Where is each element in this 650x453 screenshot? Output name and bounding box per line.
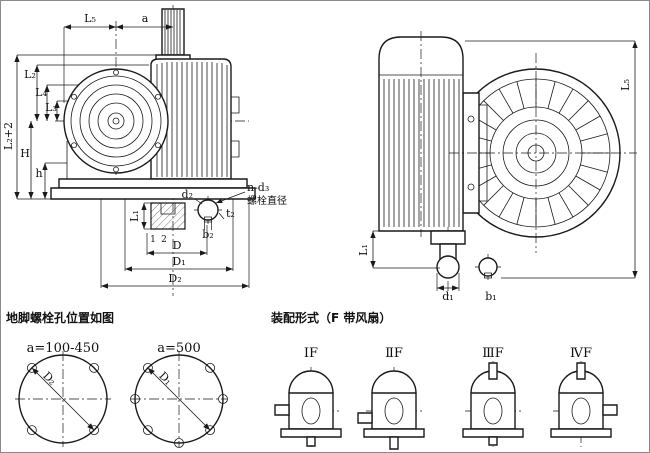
assembly-variant-4: ⅣF: [551, 346, 617, 447]
front-left-dimensions: L₂+2 H h L₂ L₄ L₃: [2, 55, 156, 199]
bolt-circle-large-dim: D₁: [156, 369, 175, 388]
dim-L1-side: L₁: [357, 244, 370, 256]
assembly-variant-4-label: ⅣF: [570, 346, 592, 361]
front-view: L₁ 1 2 d₂ t₂ b₂ n-d₃ 螺栓直径 L₅ a: [2, 5, 287, 296]
callout-2: 2: [161, 235, 167, 245]
dim-b2: b₂: [202, 228, 213, 241]
dim-t2: t₂: [226, 207, 235, 220]
dim-L2: L₂: [24, 68, 36, 81]
anchor-bolt-section: 地脚螺栓孔位置如图 a=100-450 D₂ a=500: [6, 310, 228, 448]
anchor-bolt-title: 地脚螺栓孔位置如图: [6, 310, 114, 325]
housing-bolt-holes: [72, 70, 161, 172]
dim-L1-front: L₁: [128, 210, 141, 222]
side-view: d₁ b₁ L₁ L₅: [357, 31, 638, 303]
motor-cooling-fins: [384, 79, 459, 227]
assembly-variant-1-label: ⅠF: [304, 346, 318, 361]
shaft-section-detail: d₂ t₂ b₂ n-d₃ 螺栓直径: [182, 181, 287, 241]
dim-a: a: [142, 12, 149, 25]
dim-L2-plus-2: L₂+2: [2, 122, 15, 150]
dim-L5-side: L₅: [619, 79, 632, 91]
dim-L4: L₄: [35, 86, 47, 99]
dim-D: D: [173, 239, 182, 252]
dim-d2: d₂: [182, 188, 193, 201]
dim-d1: d₁: [442, 290, 453, 303]
dim-H: H: [20, 147, 30, 160]
side-dimensions: L₁ L₅: [357, 41, 638, 278]
assembly-variant-2-label: ⅡF: [385, 346, 403, 361]
output-shaft: d₁: [431, 231, 465, 303]
foot-section-detail: L₁ 1 2: [128, 203, 185, 245]
dim-b1: b₁: [485, 290, 496, 303]
dim-D2: D₂: [168, 272, 181, 285]
shaft-knurl-lines: [165, 10, 180, 54]
assembly-variant-3-label: ⅢF: [482, 346, 504, 361]
assembly-variant-1: ⅠF: [275, 346, 341, 447]
bolt-circle-small-dim: D₂: [40, 369, 59, 388]
bolt-circle-large: a=500 D₁: [131, 341, 228, 448]
dim-D1: D₁: [172, 255, 185, 268]
bolt-circle-small: a=100-450 D₂: [15, 341, 111, 447]
gear-case: [151, 59, 239, 179]
wheel-housing: [64, 69, 168, 179]
assembly-variant-2: ⅡF: [358, 346, 424, 451]
cooling-fins-front: [157, 62, 227, 177]
front-bottom-dimensions: D D₁ D₂: [101, 199, 249, 289]
bolt-diameter-note: 螺栓直径: [247, 194, 287, 207]
base-flange: [51, 179, 255, 199]
dim-L3: L₃: [45, 101, 57, 114]
bolt-circle-small-label: a=100-450: [27, 341, 100, 356]
dim-h: h: [35, 167, 42, 180]
assembly-title: 装配形式（F 带风扇）: [270, 310, 391, 325]
dim-L5-front: L₅: [84, 12, 96, 25]
shaft-key-detail: b₁: [475, 254, 501, 303]
assembly-section: 装配形式（F 带风扇） ⅠF ⅡF ⅢF: [270, 310, 617, 451]
assembly-variant-3: ⅢF: [463, 346, 523, 447]
dim-n-d3: n-d₃: [247, 181, 269, 194]
callout-1: 1: [150, 235, 156, 245]
bolt-circle-large-label: a=500: [157, 341, 200, 356]
